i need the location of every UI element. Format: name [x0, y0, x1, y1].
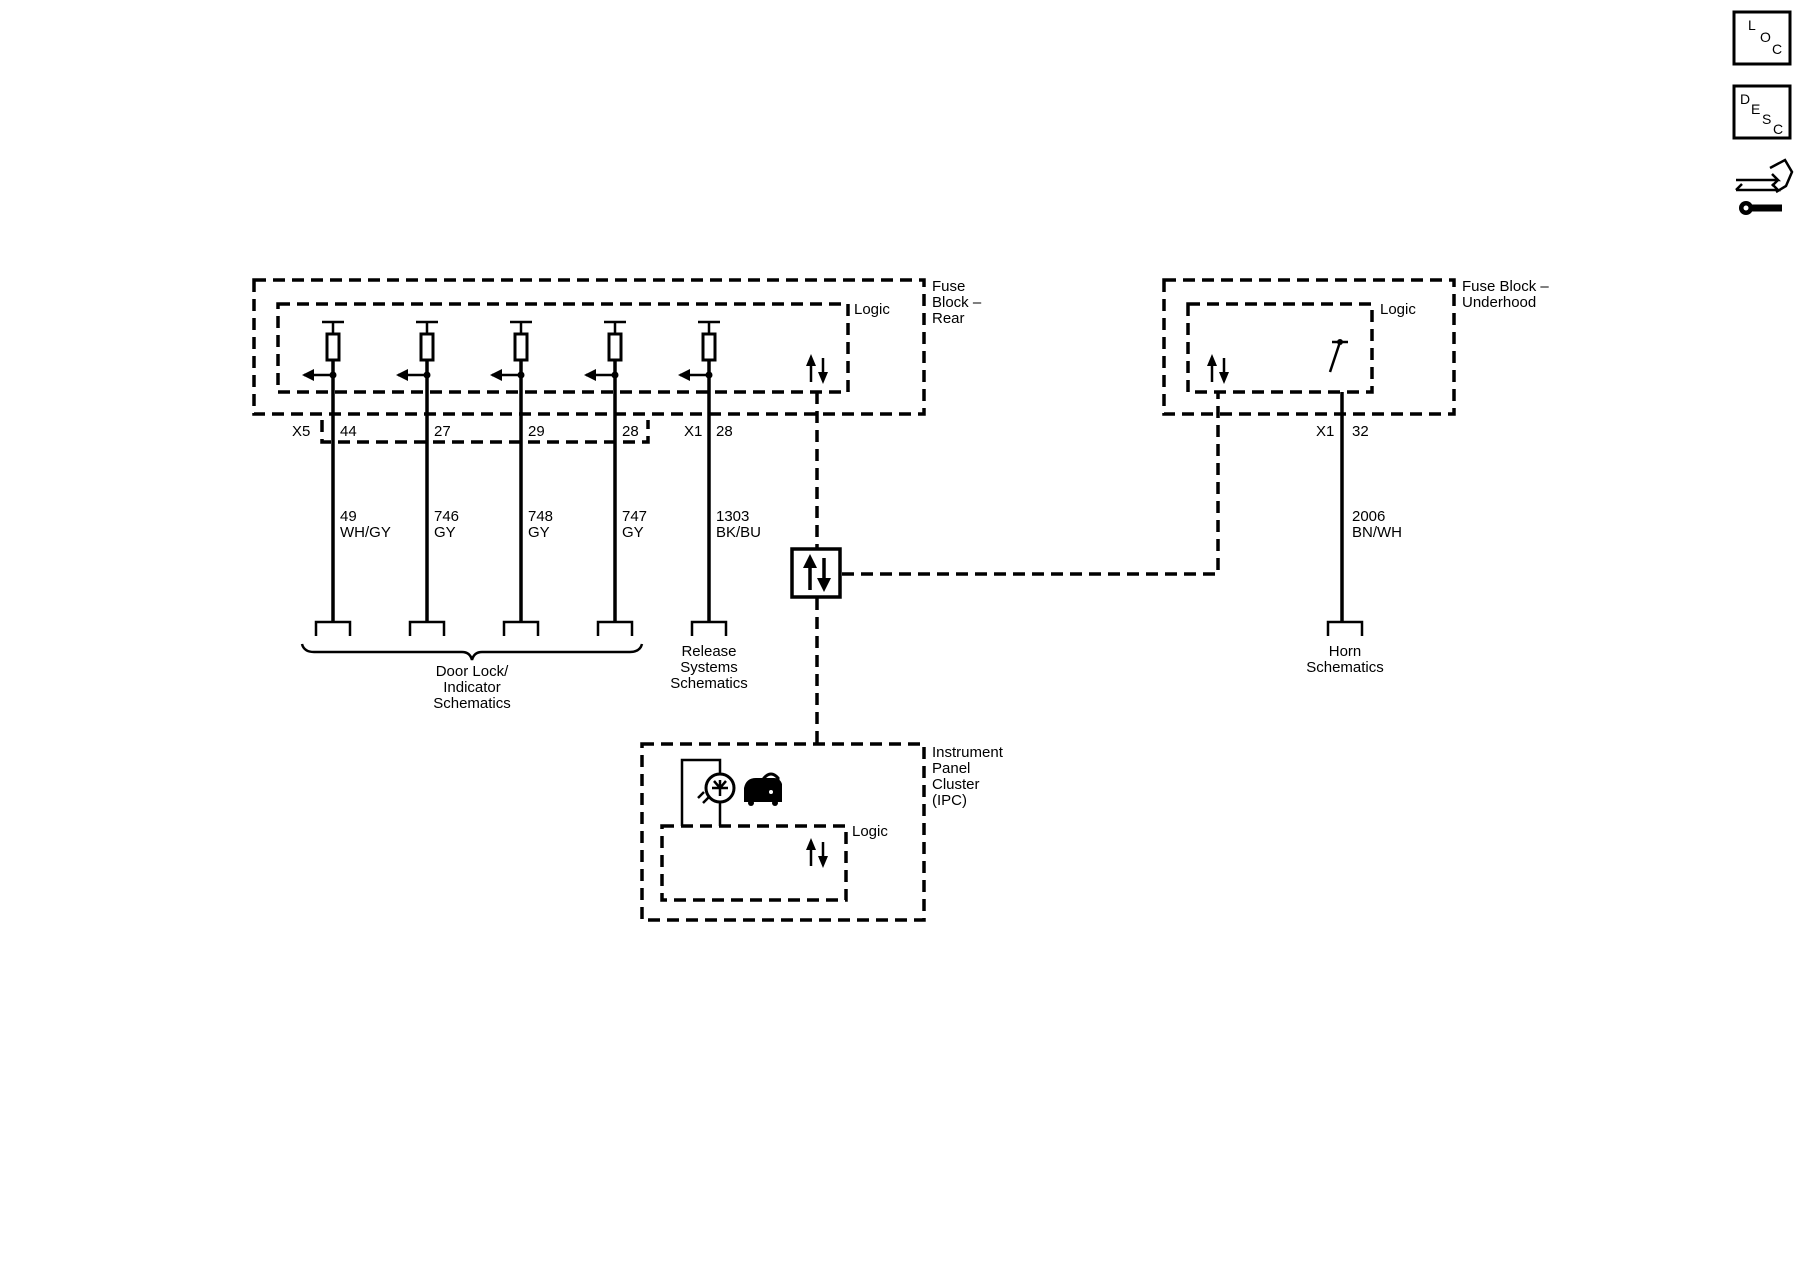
wire-5-circuit: 1303: [716, 508, 749, 525]
x5-connector-label: X5: [292, 423, 310, 440]
svg-text:D: D: [1740, 91, 1750, 107]
wire-6-circuit: 2006: [1352, 508, 1385, 525]
pin-29: 29: [528, 423, 545, 440]
ipc-label-4: (IPC): [932, 792, 967, 809]
fuse-block-underhood-label-1: Fuse Block –: [1462, 278, 1549, 295]
wire-3-circuit: 748: [528, 508, 553, 525]
fuse-block-underhood-label-2: Underhood: [1462, 294, 1536, 311]
wire-6-color: BN/WH: [1352, 524, 1402, 541]
door-lock-ref-3: Schematics: [433, 695, 511, 712]
ipc-logic-label: Logic: [852, 823, 888, 840]
x1-connector-label: X1: [684, 423, 702, 440]
svg-text:E: E: [1751, 101, 1760, 117]
fuse-block-rear-label-2: Block –: [932, 294, 982, 311]
fuse-output-4: [584, 320, 626, 622]
horn-ref-2: Schematics: [1306, 659, 1384, 676]
x5-connector: X5 44 27 29 28 X1 28: [292, 420, 733, 444]
wire-2-color: GY: [434, 524, 456, 541]
fuse-output-3: [490, 320, 532, 622]
fuse-block-rear-label-3: Rear: [932, 310, 965, 327]
connector-ends: [314, 620, 1364, 636]
svg-text:O: O: [1760, 29, 1771, 45]
ipc-label-2: Panel: [932, 760, 970, 777]
door-lock-indicator-icon: [744, 772, 782, 806]
wire-2-circuit: 746: [434, 508, 459, 525]
pin-27: 27: [434, 423, 451, 440]
fuse-output-2: [396, 320, 438, 622]
ipc-label-3: Cluster: [932, 776, 980, 793]
fuse-block-underhood-logic-label: Logic: [1380, 301, 1416, 318]
wire-labels: 49 WH/GY 746 GY 748 GY 747 GY 1303 BK/BU…: [340, 508, 1402, 541]
wire-5-color: BK/BU: [716, 524, 761, 541]
pin-44: 44: [340, 423, 357, 440]
door-lock-brace: [300, 643, 644, 661]
svg-text:S: S: [1762, 111, 1771, 127]
pin-28: 28: [622, 423, 639, 440]
fused-outputs: [302, 320, 720, 622]
pin-28-x1: 28: [716, 423, 733, 440]
svg-text:C: C: [1772, 41, 1782, 57]
horn-ref-1: Horn: [1329, 643, 1362, 660]
fuse-output-1: [302, 320, 344, 622]
fuse-block-rear-logic-label: Logic: [854, 301, 890, 318]
svg-text:L: L: [1748, 17, 1756, 33]
wire-1-circuit: 49: [340, 508, 357, 525]
location-icon[interactable]: L O C: [1732, 10, 1792, 66]
connector-wrench-icon[interactable]: [1735, 158, 1794, 215]
underhood-x1-label: X1: [1316, 423, 1334, 440]
description-icon[interactable]: D E S C: [1732, 84, 1792, 140]
door-lock-ref-1: Door Lock/: [436, 663, 509, 680]
wire-4-color: GY: [622, 524, 644, 541]
release-ref-3: Schematics: [670, 675, 748, 692]
wire-4-circuit: 747: [622, 508, 647, 525]
serial-data-arrows-rear: [806, 354, 828, 384]
reference-labels[interactable]: Door Lock/ Indicator Schematics Release …: [433, 643, 1384, 712]
svg-text:C: C: [1773, 121, 1783, 137]
release-ref-1: Release: [681, 643, 736, 660]
serial-data-bus: [790, 392, 1220, 744]
ipc-label-1: Instrument: [932, 744, 1004, 761]
wire-3-color: GY: [528, 524, 550, 541]
underhood-pin-32: 32: [1352, 423, 1369, 440]
instrument-panel-cluster: Instrument Panel Cluster (IPC) Logic: [640, 742, 1004, 922]
release-ref-2: Systems: [680, 659, 738, 676]
fuse-block-underhood: Fuse Block – Underhood Logic X1 32: [1162, 278, 1549, 622]
fuse-output-5: [678, 320, 720, 622]
fuse-block-rear-label-1: Fuse: [932, 278, 965, 295]
wire-1-color: WH/GY: [340, 524, 391, 541]
door-lock-ref-2: Indicator: [443, 679, 501, 696]
fuse-block-rear: Fuse Block – Rear Logic: [252, 278, 982, 416]
